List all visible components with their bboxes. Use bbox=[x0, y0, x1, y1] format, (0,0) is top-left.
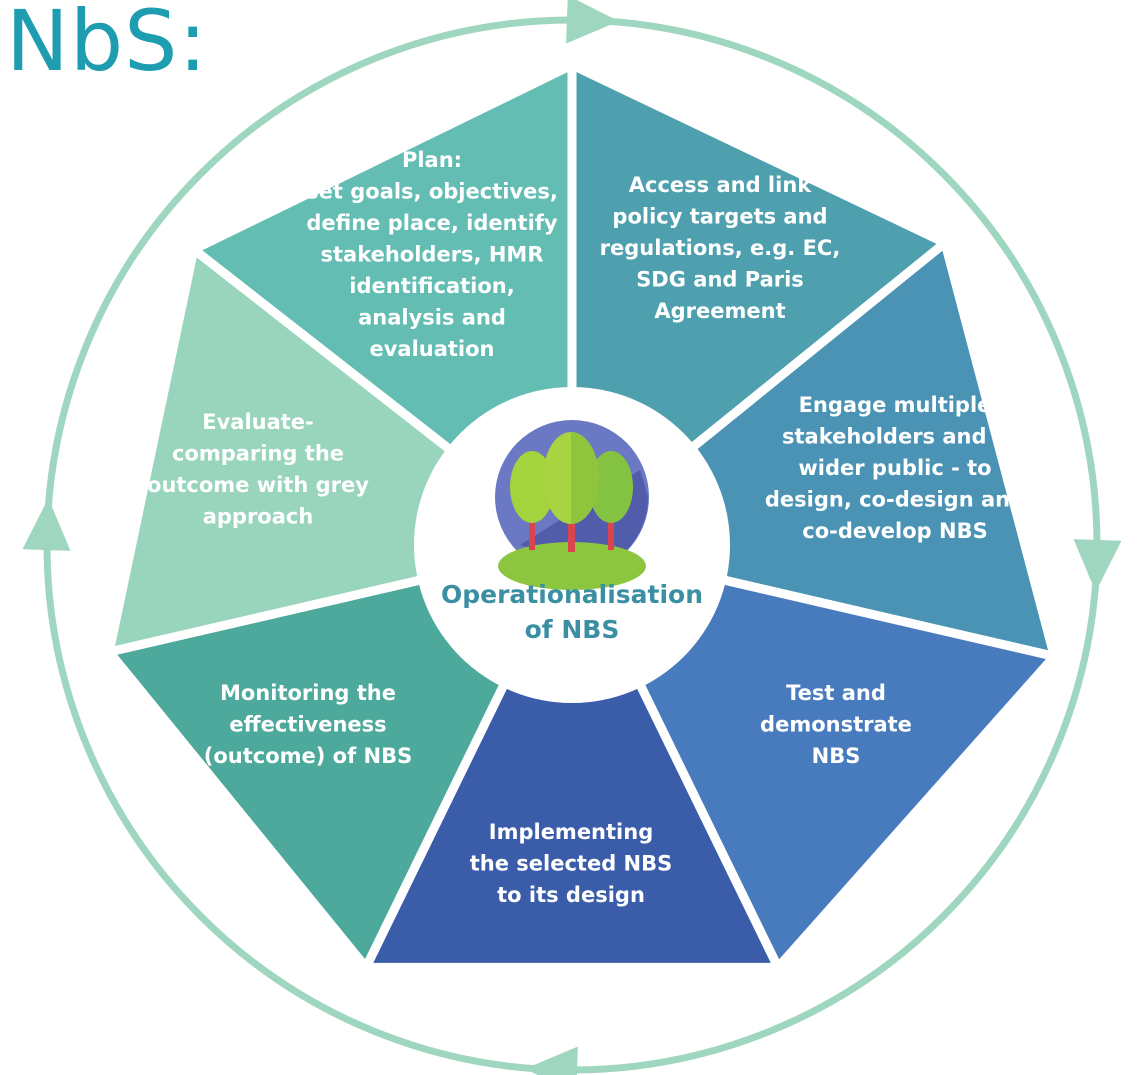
segment-implement: Implementing the selected NBS to its desig… bbox=[358, 534, 786, 972]
center-label-line-2: of NBS bbox=[525, 615, 620, 644]
trees-icon bbox=[495, 420, 649, 590]
center-label-line-1: Operationalisation bbox=[441, 580, 703, 609]
segment-engage-line-2: stakeholders and a bbox=[782, 425, 1008, 449]
segment-evaluate-line-4: approach bbox=[203, 505, 314, 529]
segment-engage-line-3: wider public - to bbox=[798, 456, 991, 480]
center-hub: Operationalisation of NBS bbox=[414, 387, 730, 703]
segment-implement-line-2: the selected NBS bbox=[470, 852, 673, 876]
segment-access-line-5: Agreement bbox=[654, 299, 785, 323]
segment-engage-line-4: design, co-design and bbox=[765, 488, 1025, 512]
cycle-arrowhead-2 bbox=[1073, 539, 1122, 592]
segment-monitor-line-3: (outcome) of NBS bbox=[204, 744, 413, 768]
segment-test-line-1: Test and bbox=[786, 681, 886, 705]
segment-engage-line-1: Engage multiple bbox=[799, 393, 992, 417]
segment-test-line-3: NBS bbox=[812, 744, 861, 768]
segment-monitor-line-1: Monitoring the bbox=[220, 681, 396, 705]
segment-plan-line-5: identification, bbox=[349, 274, 514, 298]
segment-plan-line-1: Plan: bbox=[402, 148, 462, 172]
segment-plan-line-2: set goals, objectives, bbox=[306, 180, 558, 204]
segment-implement-line-3: to its design bbox=[497, 883, 645, 907]
segment-evaluate-line-1: Evaluate- bbox=[202, 410, 314, 434]
segment-access-line-1: Access and link bbox=[629, 173, 813, 197]
segment-access-line-3: regulations, e.g. EC, bbox=[600, 236, 841, 260]
segment-access-line-4: SDG and Paris bbox=[636, 268, 804, 292]
segment-monitor-line-2: effectiveness bbox=[229, 713, 386, 737]
segment-plan-line-3: define place, identify bbox=[306, 211, 558, 235]
segment-plan-line-7: evaluation bbox=[369, 337, 494, 361]
segment-engage-line-5: co-develop NBS bbox=[802, 519, 987, 543]
segment-plan-line-4: stakeholders, HMR bbox=[321, 243, 544, 267]
cycle-arrowhead-1 bbox=[566, 0, 619, 44]
segment-access-line-2: policy targets and bbox=[612, 205, 827, 229]
cycle-arrows bbox=[22, 0, 1122, 1075]
segment-plan-line-6: analysis and bbox=[358, 306, 506, 330]
segment-implement-line-1: Implementing bbox=[489, 820, 653, 844]
segment-evaluate-line-3: outcome with grey bbox=[147, 473, 369, 497]
diagram-heading: NbS: bbox=[6, 0, 208, 90]
cycle-arrowhead-3 bbox=[525, 1046, 578, 1075]
segment-evaluate-line-2: comparing the bbox=[172, 442, 344, 466]
cycle-arrowhead-4 bbox=[22, 498, 71, 551]
segment-test-line-2: demonstrate bbox=[760, 713, 912, 737]
